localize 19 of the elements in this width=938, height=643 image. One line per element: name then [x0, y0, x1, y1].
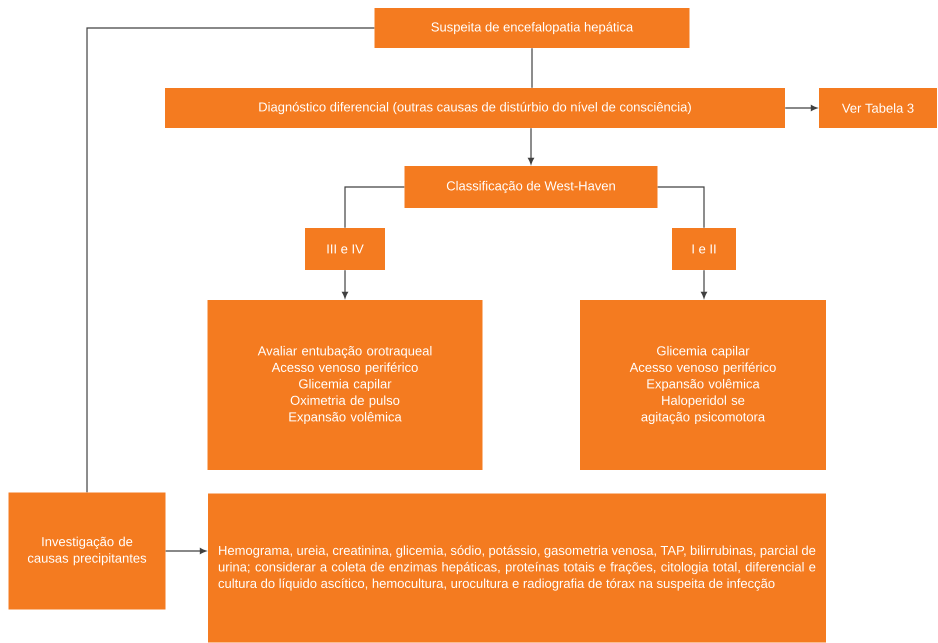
- reference-box: Ver Tabela 3: [819, 88, 937, 128]
- process-box: Diagnóstico diferencial (outras causas de distúrbio do nível de consciência): [165, 88, 785, 128]
- exam-box: Hemograma, ureia, creatinina, glicemia, sódio, potássio, gasometria venosa, TAP, bilirrubinas, parcial de urina; considerar a coleta de enzimas hepáticas, proteínas totais e frações, citologia total, diferencial e cultura do líquido ascítico, hemocultura, urocultura e radiografia de tórax na suspeita de infecção: [208, 494, 826, 642]
- connector-line: [531, 48, 533, 88]
- action-box: Glicemia capilar Acesso venoso periférico Expansão volêmica Haloperidol se agitação psicomotora: [580, 300, 826, 470]
- process-box: Investigação de causas precipitantes: [8, 492, 166, 610]
- arrow: [785, 105, 818, 111]
- grade-box: I e II: [672, 228, 736, 270]
- process-box: Classificação de West-Haven: [404, 166, 658, 208]
- connector-line: [344, 186, 404, 228]
- connector-line: [658, 186, 705, 228]
- action-box: Avaliar entubação orotraqueal Acesso venoso periférico Glicemia capilar Oximetria de pulso Expansão volêmica: [208, 300, 482, 470]
- arrow: [166, 548, 206, 554]
- connector-line: [86, 27, 374, 492]
- arrow: [701, 270, 707, 298]
- process-box: Suspeita de encefalopatia hepática: [374, 8, 690, 48]
- grade-box: III e IV: [305, 228, 385, 270]
- arrow: [342, 270, 348, 298]
- arrow: [528, 128, 534, 164]
